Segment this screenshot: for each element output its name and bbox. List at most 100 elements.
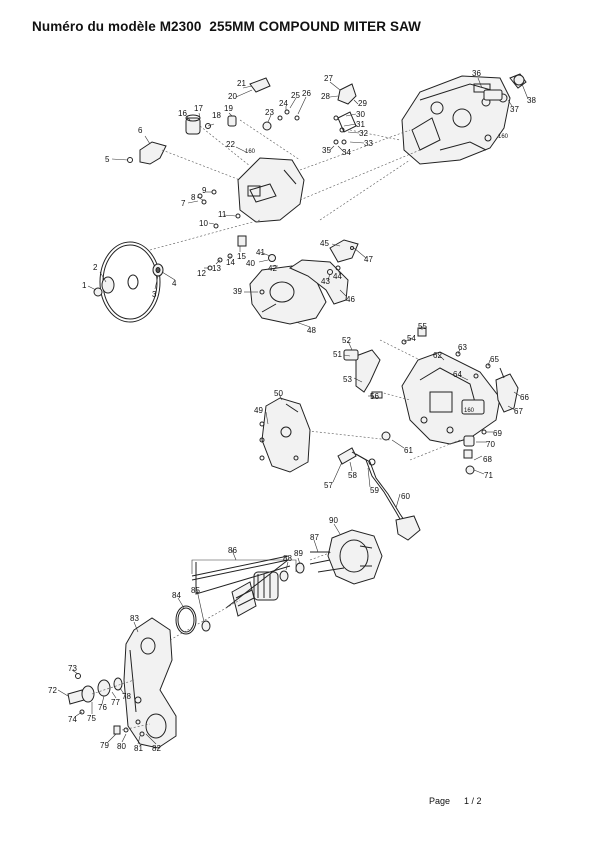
handle-housing xyxy=(343,327,519,475)
part-number: 49 xyxy=(254,406,263,415)
part-number: 12 xyxy=(197,269,206,278)
part-number: 25 xyxy=(291,91,300,100)
inline-label: 160 xyxy=(464,408,475,414)
motor-stator xyxy=(309,529,383,585)
base-housing xyxy=(123,617,177,749)
part-number: 26 xyxy=(302,89,311,98)
part-number: 52 xyxy=(342,336,351,345)
power-cable xyxy=(337,447,421,541)
part-number: 70 xyxy=(486,440,495,449)
blade-guard xyxy=(139,77,357,223)
part-number: 4 xyxy=(172,279,177,288)
part-number: 76 xyxy=(98,703,107,712)
part-number: 5 xyxy=(105,155,110,164)
part-number: 20 xyxy=(228,92,237,101)
part-number: 71 xyxy=(484,471,493,480)
part-number: 37 xyxy=(510,105,519,114)
page-title: Numéro du modèle M2300 255MM COMPOUND MI… xyxy=(32,19,425,34)
inline-labels: 160 160 160 xyxy=(245,134,509,414)
part-number: 13 xyxy=(212,264,221,273)
leader-lines xyxy=(57,77,529,745)
part-number: 79 xyxy=(100,741,109,750)
part-number: 75 xyxy=(87,714,96,723)
part-number: 72 xyxy=(48,686,57,695)
part-number: 61 xyxy=(404,446,413,455)
part-number: 30 xyxy=(356,110,365,119)
part-number: 81 xyxy=(134,744,143,753)
part-number: 78 xyxy=(122,692,131,701)
part-number: 82 xyxy=(152,744,161,753)
part-number: 28 xyxy=(321,92,330,101)
part-number: 83 xyxy=(130,614,139,623)
part-number: 69 xyxy=(493,429,502,438)
part-number: 7 xyxy=(181,199,186,208)
part-number: 18 xyxy=(212,111,221,120)
part-number: 62 xyxy=(433,351,442,360)
part-number: 47 xyxy=(364,255,373,264)
part-number: 46 xyxy=(346,295,355,304)
part-number: 36 xyxy=(472,69,481,78)
part-number: 89 xyxy=(294,549,303,558)
part-number: 9 xyxy=(202,186,207,195)
lower-blade-guard xyxy=(207,235,359,325)
part-number: 74 xyxy=(68,715,77,724)
part-number: 90 xyxy=(329,516,338,525)
part-number: 10 xyxy=(199,219,208,228)
part-number: 14 xyxy=(226,258,235,267)
part-number: 85 xyxy=(191,586,200,595)
part-number: 39 xyxy=(233,287,242,296)
part-number: 21 xyxy=(237,79,246,88)
inline-label: 160 xyxy=(498,134,509,140)
part-number: 27 xyxy=(324,74,333,83)
part-number: 6 xyxy=(138,126,143,135)
part-number: 43 xyxy=(321,277,330,286)
part-number: 24 xyxy=(279,99,288,108)
part-number: 54 xyxy=(407,334,416,343)
page-label: Page xyxy=(429,796,451,806)
part-number: 80 xyxy=(117,742,126,751)
side-cover xyxy=(259,397,311,473)
part-number: 41 xyxy=(256,248,265,257)
part-number: 59 xyxy=(370,486,379,495)
part-number: 48 xyxy=(307,326,316,335)
part-number: 15 xyxy=(237,252,246,261)
spindle-assembly xyxy=(67,673,145,737)
part-number: 8 xyxy=(191,193,196,202)
part-number: 63 xyxy=(458,343,467,352)
part-number: 11 xyxy=(218,210,227,219)
part-number: 38 xyxy=(527,96,536,105)
part-number: 19 xyxy=(224,104,233,113)
motor-gasket xyxy=(175,605,197,635)
part-number: 56 xyxy=(370,392,379,401)
part-number: 58 xyxy=(348,471,357,480)
part-number: 3 xyxy=(152,290,157,299)
part-number: 68 xyxy=(483,455,492,464)
part-number: 67 xyxy=(514,407,523,416)
part-number: 1 xyxy=(82,281,87,290)
saw-blade xyxy=(93,241,164,323)
part-number: 17 xyxy=(194,104,203,113)
part-number: 32 xyxy=(359,129,368,138)
part-number-labels: 1 2 3 4 5 6 7 8 9 10 11 12 13 14 15 16 1… xyxy=(48,69,536,753)
part-number: 66 xyxy=(520,393,529,402)
part-number: 31 xyxy=(356,120,365,129)
part-number: 64 xyxy=(453,370,462,379)
part-number: 77 xyxy=(111,698,120,707)
part-number: 2 xyxy=(93,263,98,272)
part-number: 86 xyxy=(228,546,237,555)
model-label: Numéro du modèle M2300 xyxy=(32,19,202,34)
motor-housing-assembly xyxy=(401,73,527,165)
part-number: 16 xyxy=(178,109,187,118)
part-number: 50 xyxy=(274,389,283,398)
part-number: 88 xyxy=(283,554,292,563)
part-number: 84 xyxy=(172,591,181,600)
part-number: 51 xyxy=(333,350,342,359)
page-number: 1 / 2 xyxy=(464,796,482,806)
part-number: 87 xyxy=(310,533,319,542)
part-number: 22 xyxy=(226,140,235,149)
part-number: 42 xyxy=(268,264,277,273)
inline-label: 160 xyxy=(245,149,256,155)
part-number: 73 xyxy=(68,664,77,673)
part-number: 44 xyxy=(333,272,342,281)
